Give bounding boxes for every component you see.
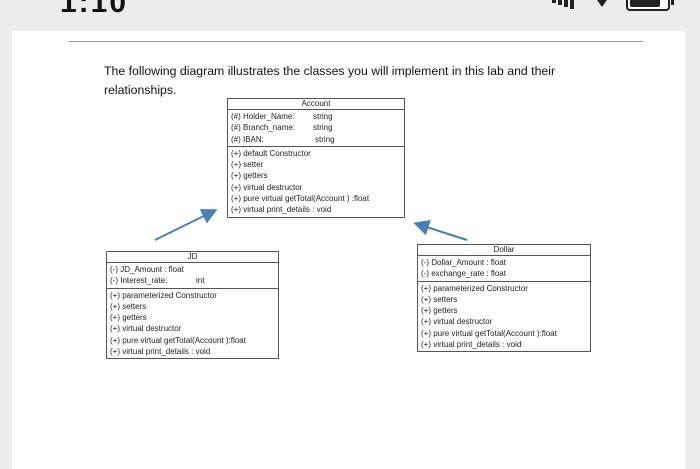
method-row: (+) pure virtual getTotal(Account ) :flo… bbox=[231, 194, 370, 204]
arrow-jd-to-account bbox=[154, 209, 218, 241]
method-row: (+) virtual print_details : void bbox=[421, 340, 522, 350]
class-name: Dollar bbox=[418, 245, 590, 256]
method-row: (+) setters bbox=[421, 294, 458, 304]
attribute-name: (-) Interest_rate: bbox=[110, 276, 168, 286]
method-row: (+) virtual destructor bbox=[421, 317, 493, 327]
method-row: (+) pure virtual getTotal(Account ):floa… bbox=[421, 328, 557, 338]
methods-section: (+) parameterized Constructor (+) setter… bbox=[418, 282, 590, 352]
attribute-row: (#) IBAN: string bbox=[231, 134, 404, 145]
class-name: Account bbox=[228, 99, 404, 110]
method-row: (+) setters bbox=[110, 301, 147, 311]
method-row: (+) getters bbox=[231, 171, 268, 181]
methods-section: (+) parameterized Constructor (+) setter… bbox=[107, 289, 278, 359]
method-row: (+) virtual print_details : void bbox=[231, 205, 332, 215]
attribute-type: int bbox=[196, 276, 205, 286]
attribute-name: (-) JD_Amount : float bbox=[110, 265, 184, 274]
method-row: (+) parameterized Constructor bbox=[421, 283, 528, 293]
method-row: (+) getters bbox=[110, 313, 147, 323]
method-row: (+) default Constructor bbox=[231, 148, 311, 158]
attribute-row: (#) Holder_Name: string bbox=[231, 111, 404, 122]
method-row: (+) virtual print_details : void bbox=[110, 347, 211, 357]
method-row: (+) getters bbox=[421, 306, 458, 316]
attribute-name: (#) IBAN: bbox=[231, 134, 264, 144]
attributes-section: (-) JD_Amount : float (-) Interest_rate:… bbox=[107, 263, 278, 289]
method-row: (+) virtual destructor bbox=[231, 182, 303, 192]
attribute-name: (#) Holder_Name: bbox=[231, 112, 295, 121]
attribute-name: (-) exchange_rate : float bbox=[421, 269, 506, 279]
method-row: (+) parameterized Constructor bbox=[110, 290, 217, 300]
attribute-row: (-) Interest_rate: int bbox=[110, 275, 278, 286]
battery-icon bbox=[626, 0, 674, 11]
divider bbox=[68, 41, 643, 42]
status-bar: 1:10 bbox=[0, 0, 700, 30]
class-name: JD bbox=[107, 252, 278, 263]
class-box-jd: JD (-) JD_Amount : float (-) Interest_ra… bbox=[106, 251, 279, 360]
status-time: 1:10 bbox=[60, 0, 129, 19]
attribute-row: (-) JD_Amount : float bbox=[110, 264, 278, 275]
attribute-row: (-) Dollar_Amount : float bbox=[421, 257, 590, 268]
methods-section: (+) default Constructor (+) setter (+) g… bbox=[228, 147, 404, 217]
arrow-dollar-to-account bbox=[413, 220, 468, 241]
attribute-type: string bbox=[313, 123, 333, 133]
method-row: (+) pure virtual getTotal(Account ):floa… bbox=[110, 335, 246, 345]
class-box-dollar: Dollar (-) Dollar_Amount : float (-) exc… bbox=[417, 244, 591, 353]
attribute-type: string bbox=[315, 134, 335, 144]
intro-text: The following diagram illustrates the cl… bbox=[104, 64, 556, 97]
attributes-section: (-) Dollar_Amount : float (-) exchange_r… bbox=[418, 256, 590, 282]
attributes-section: (#) Holder_Name:string (#) Branch_name:s… bbox=[228, 110, 404, 147]
class-box-account: Account (#) Holder_Name:string (#) Branc… bbox=[227, 98, 405, 218]
method-row: (+) setter bbox=[231, 160, 264, 170]
attribute-name: (#) Branch_name: bbox=[231, 123, 296, 133]
attribute-type: string bbox=[313, 112, 333, 121]
attribute-name: (-) Dollar_Amount : float bbox=[421, 258, 506, 267]
wifi-icon bbox=[597, 0, 607, 7]
attribute-row: (#) Branch_name: string bbox=[231, 122, 404, 133]
method-row: (+) virtual destructor bbox=[110, 324, 182, 334]
attribute-row: (-) exchange_rate : float bbox=[421, 268, 590, 279]
